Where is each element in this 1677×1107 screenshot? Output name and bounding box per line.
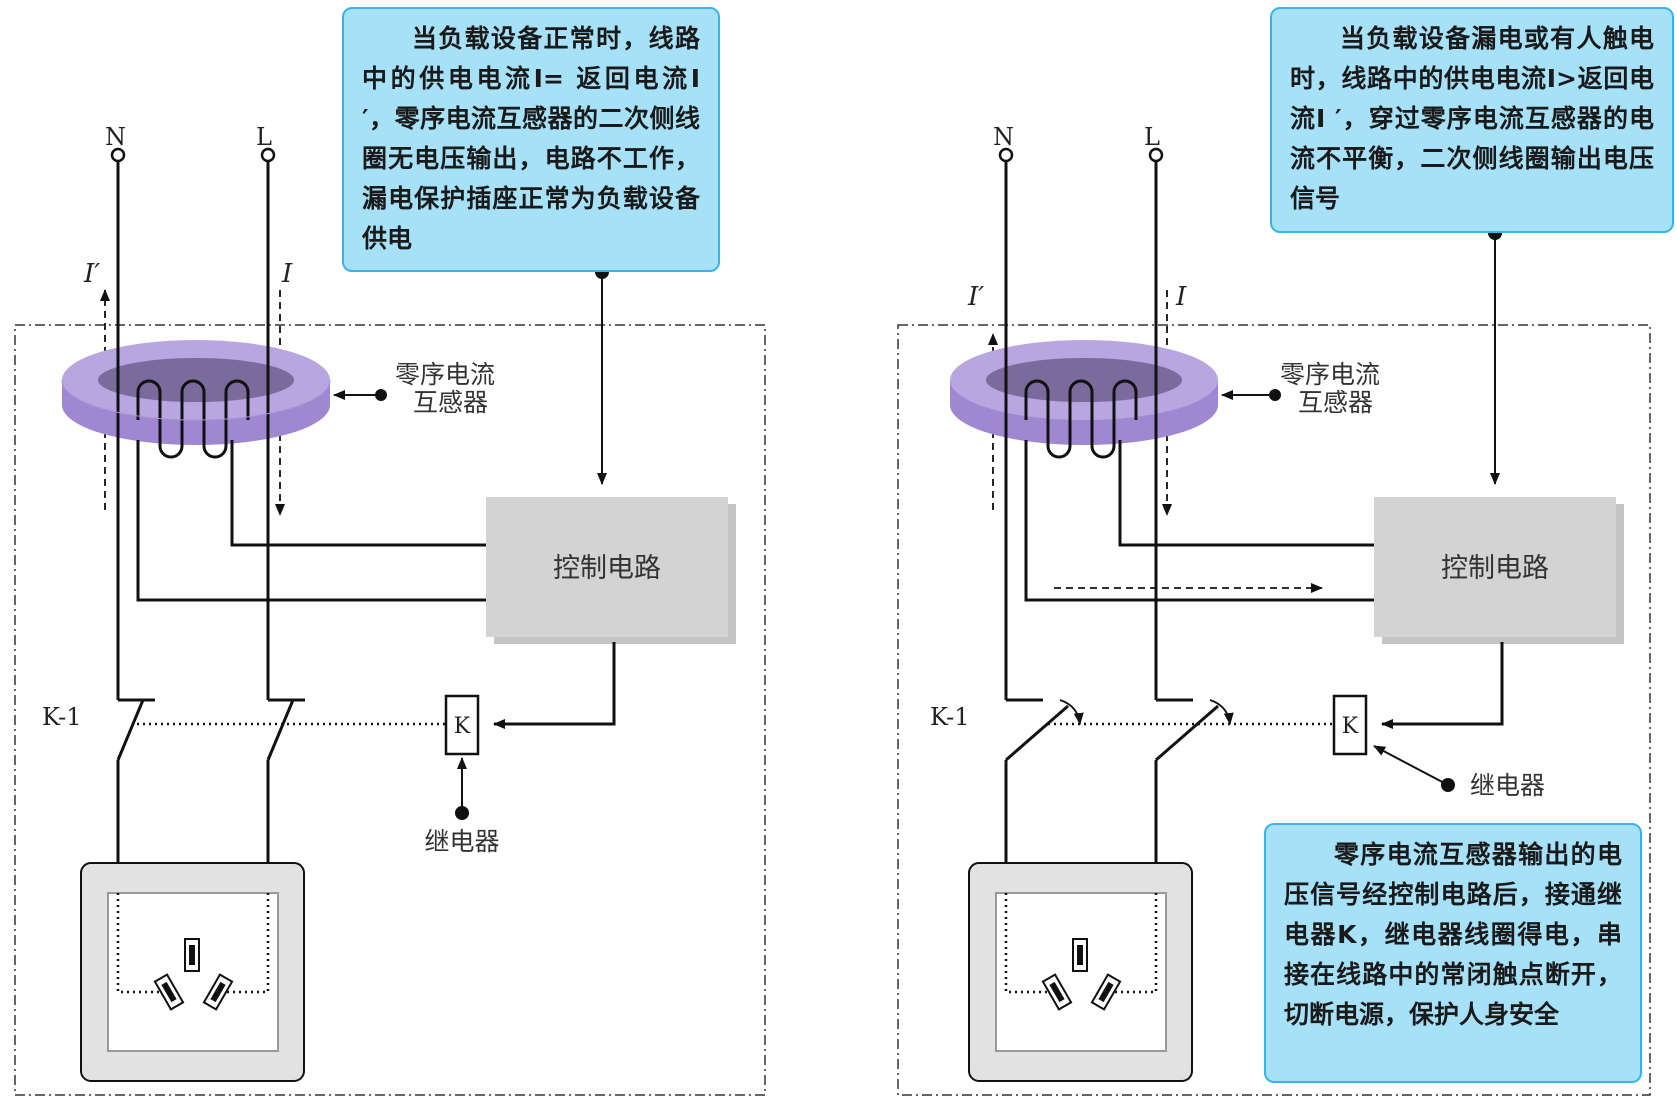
right-coil-lead-2 bbox=[1024, 440, 1374, 602]
right-switch-label: K-1 bbox=[930, 703, 970, 731]
right-socket bbox=[968, 862, 1193, 1082]
left-panel: N L I′ I 零序电流 互感器 控制电路 bbox=[14, 123, 766, 1096]
left-control-box-label: 控制电路 bbox=[553, 553, 661, 584]
right-relay-box bbox=[1332, 694, 1368, 756]
left-transformer-ring bbox=[62, 340, 330, 445]
right-coil-lead-1 bbox=[1118, 440, 1374, 547]
left-dashdot-border bbox=[14, 324, 766, 1096]
left-terminal-l-label: L bbox=[256, 123, 272, 151]
right-transformer-ring bbox=[950, 340, 1218, 445]
left-transformer-label-1: 零序电流 bbox=[395, 360, 495, 389]
right-terminal-l-label: L bbox=[1144, 123, 1160, 151]
left-relay-box bbox=[444, 694, 480, 756]
left-callout-text: 当负载设备正常时，线路中的供电电流I= 返回电流I ′，零序电流互感器的二次侧线… bbox=[362, 24, 700, 253]
right-switch-motion-arc-l bbox=[1209, 699, 1234, 725]
right-control-box bbox=[1374, 497, 1616, 637]
right-callout-bottom: 零序电流互感器输出的电压信号经控制电路后，接通继电器K，继电器线圈得电，串接在线… bbox=[1264, 823, 1642, 1083]
left-switch-blade-n bbox=[116, 699, 145, 761]
left-current-in-label: I bbox=[281, 259, 293, 289]
left-relay-k-label: K bbox=[454, 714, 471, 739]
left-secondary-coil bbox=[136, 379, 250, 459]
right-relay-label: 继电器 bbox=[1470, 771, 1545, 800]
right-terminal-n-label: N bbox=[993, 123, 1014, 151]
right-switch-motion-arc-n bbox=[1059, 699, 1084, 725]
left-transformer-label-2: 互感器 bbox=[413, 388, 488, 417]
left-switch-label: K-1 bbox=[42, 703, 82, 731]
right-control-box-label: 控制电路 bbox=[1441, 553, 1549, 584]
left-control-to-relay bbox=[493, 642, 616, 729]
left-terminal-n-label: N bbox=[105, 123, 126, 151]
right-current-in-label: I bbox=[1175, 282, 1187, 312]
left-callout: 当负载设备正常时，线路中的供电电流I= 返回电流I ′，零序电流互感器的二次侧线… bbox=[342, 7, 720, 272]
left-current-return-label: I′ bbox=[83, 259, 100, 289]
right-callout-top: 当负载设备漏电或有人触电时，线路中的供电电流I>返回电流I ′，穿过零序电流互感… bbox=[1270, 7, 1674, 233]
left-relay-label: 继电器 bbox=[424, 827, 499, 856]
left-control-box bbox=[486, 497, 728, 637]
right-transformer-label-2: 互感器 bbox=[1298, 388, 1373, 417]
right-switch-blade-l bbox=[1155, 704, 1219, 762]
left-socket bbox=[80, 862, 305, 1082]
right-transformer-label-1: 零序电流 bbox=[1280, 360, 1380, 389]
left-switch-blade-l bbox=[266, 699, 295, 761]
right-current-return-label: I′ bbox=[967, 282, 984, 312]
left-coil-lead-1 bbox=[230, 440, 488, 547]
left-coil-lead-2 bbox=[136, 440, 488, 602]
right-relay-pointer bbox=[1373, 745, 1449, 786]
right-switch-blade-n bbox=[1005, 704, 1069, 762]
right-callout-top-text: 当负载设备漏电或有人触电时，线路中的供电电流I>返回电流I ′，穿过零序电流互感… bbox=[1290, 24, 1654, 213]
right-panel: N L I′ I 零序电流 互感器 控制电路 K-1 bbox=[897, 123, 1651, 1096]
right-relay-k-label: K bbox=[1342, 714, 1359, 739]
right-control-to-relay bbox=[1381, 642, 1504, 729]
left-transformer-front-rim bbox=[61, 379, 331, 421]
right-secondary-coil bbox=[1024, 379, 1138, 459]
right-callout-bottom-text: 零序电流互感器输出的电压信号经控制电路后，接通继电器K，继电器线圈得电，串接在线… bbox=[1284, 840, 1622, 1029]
right-dashdot-border bbox=[897, 324, 1651, 1096]
